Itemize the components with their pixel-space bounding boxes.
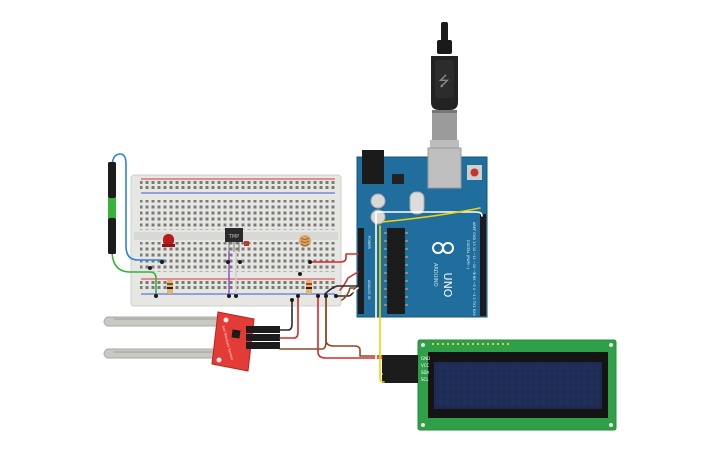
small-resistor-marker [244, 241, 249, 246]
wire-red-lcd[interactable] [317, 295, 383, 359]
sensor-connector[interactable] [246, 326, 280, 349]
wire-blue[interactable] [111, 153, 164, 261]
digital-label: DIGITAL (PWM~) [466, 240, 470, 270]
red-led[interactable] [162, 234, 175, 247]
wire-black-sensor[interactable] [279, 299, 293, 331]
lcd-pin-gnd: GND [421, 356, 430, 361]
uno-brand-label: UNO [441, 273, 454, 298]
wire-black-gnd-2[interactable] [324, 285, 359, 295]
photoresistor[interactable] [299, 235, 311, 247]
resistor-1[interactable] [167, 280, 173, 294]
wire-yellow-lcd[interactable] [379, 207, 481, 383]
connection-points [148, 260, 338, 302]
wire-red-rail[interactable] [339, 271, 359, 291]
lcd-display[interactable]: GND VCC SDA SCL [417, 339, 617, 431]
usb-symbol-icon: ⭍ [438, 74, 450, 90]
analog-label: ANALOG IN [367, 280, 371, 300]
lcd-pin-scl: SCL [421, 377, 429, 382]
arduino-logo-text: ARDUINO [432, 263, 438, 287]
wire-white-lcd[interactable] [375, 211, 483, 375]
arduino-logo-icon [432, 242, 454, 254]
jumper-ends [108, 162, 116, 254]
lcd-pin-sda: SDA [421, 370, 430, 375]
power-label: POWER [367, 236, 371, 250]
resistor-2[interactable] [306, 280, 312, 294]
arduino-uno-board[interactable]: UNO ARDUINO AREF GND 13 12 ~11 ~10 ~9 8 … [356, 147, 488, 318]
wire-white-a1[interactable] [351, 287, 359, 293]
lcd-pin-vcc: VCC [421, 363, 430, 368]
wire-red-5v[interactable] [309, 253, 359, 263]
tmp-label: TMP [228, 234, 239, 240]
wire-green[interactable] [111, 229, 157, 295]
header-bottom-labels: 7 ~6 ~5 4 ~3 2 TX1 RX0 [472, 272, 476, 316]
usb-cable[interactable]: ⭍ [430, 22, 459, 148]
lcd-connector[interactable] [382, 355, 418, 383]
wire-red-sensor[interactable] [279, 295, 299, 339]
wire-brown-lcd[interactable] [325, 295, 383, 357]
temperature-sensor[interactable]: TMP [225, 228, 243, 252]
wire-brown-a0[interactable] [341, 287, 359, 301]
soil-sensor-board[interactable]: Soil Moisture Sensor [211, 311, 255, 372]
soil-moisture-probe[interactable] [103, 316, 223, 359]
header-top-labels: AREF GND 13 12 ~11 ~10 ~9 8 [472, 222, 476, 278]
